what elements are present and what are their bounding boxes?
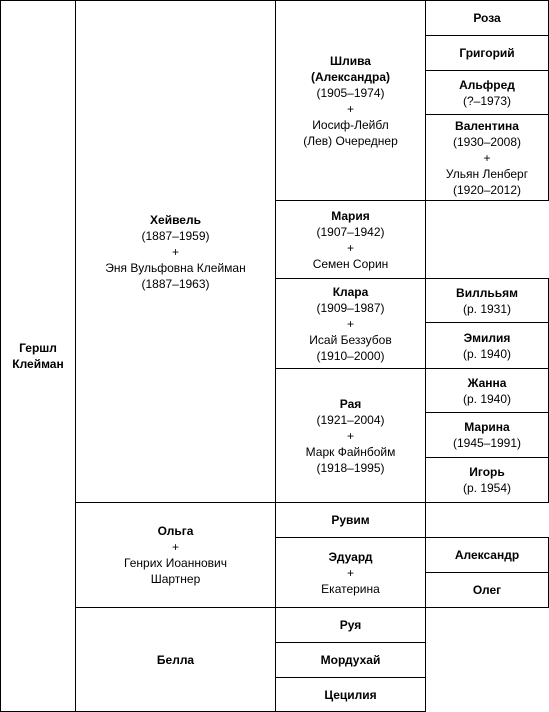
person-name: Жанна [467,375,507,390]
person-name: Цецилия [324,687,377,702]
person-name: Виллььям [456,285,518,300]
marriage-plus: + [346,428,354,443]
spouse-info: Иосиф-Лейбл [312,117,389,132]
spouse-info: (1918–1995) [316,460,385,475]
marriage-plus: + [171,540,179,554]
spouse-info: Екатерина [321,581,380,596]
person-name: Клара [332,284,369,299]
person-igor: Игорь (р. 1954) [425,457,549,503]
spouse-info: Эня Вульфовна Клейман [105,260,246,275]
person-name: Роза [473,11,501,25]
person-dates: (1907–1942) [316,224,385,239]
person-name: Рая [339,396,362,411]
spouse-info: (1920–2012) [452,182,522,197]
spouse-info: Марк Файнбойм [305,444,396,459]
spouse-info: (Лев) Очереднер [303,133,398,148]
person-name: Валентина [455,118,519,133]
person-name: Мордухай [320,653,381,667]
person-name: Эдуард [328,549,373,564]
person-name: Александр [454,548,520,562]
person-shliva: Шлива(Александра)(1905–1974)+Иосиф-Лейбл… [275,0,426,201]
marriage-plus: + [171,244,179,259]
person-ruvim: Рувим [275,502,426,538]
person-name: Руя [339,618,362,632]
person-name: Григорий [459,46,515,60]
person-eduard: Эдуард+Екатерина [275,537,426,608]
person-name: Олег [472,583,502,597]
person-name: Клейман [12,357,64,371]
spouse-info: (1910–2000) [316,348,385,363]
person-name: Шлива [330,53,371,68]
person-dates: (1887–1959) [141,228,210,243]
person-dates: (р. 1940) [462,346,512,361]
person-grigoriy: Григорий [425,35,549,71]
person-name: Марина [464,420,510,434]
person-morduhai: Мордухай [275,642,426,678]
person-dates: (1930–2008) [452,134,522,149]
person-dates: (р. 1931) [462,301,512,316]
marriage-plus: + [346,240,354,255]
person-dates: (р. 1954) [462,481,512,495]
marriage-plus: + [346,316,354,331]
person-name: Эмилия [463,330,511,345]
person-name: (Александра) [310,69,390,84]
spouse-info: Исай Беззубов [309,332,392,347]
spouse-info: Ульян Ленберг [445,166,529,181]
person-dates: (1921–2004) [316,412,385,427]
person-oleg: Олег [425,572,549,608]
person-name: Гершл [19,341,57,355]
person-alfred: Альфред(?–1973) [425,70,549,115]
person-dates: (1909–1987) [316,300,385,315]
person-dates: (1945–1991) [452,436,522,450]
person-roza: Роза [425,0,549,36]
marriage-plus: + [483,150,491,165]
person-ruya: Руя [275,607,426,643]
person-name: Игорь [469,465,505,479]
spouse-info: (1887–1963) [141,276,210,291]
person-mariya: Мария(1907–1942)+Семен Сорин [275,200,426,279]
person-name: Хейвель [150,212,201,227]
spouse-info: Семен Сорин [312,256,389,271]
person-klara: Клара(1909–1987)+Исай Беззубов(1910–2000… [275,278,426,369]
spouse-info: Шартнер [150,572,201,586]
person-zhanna: Жанна(р. 1940) [425,368,549,413]
person-emiliya: Эмилия(р. 1940) [425,322,549,369]
person-name: Рувим [331,513,370,527]
person-valentina: Валентина(1930–2008)+Ульян Ленберг(1920–… [425,114,549,201]
person-name: Ольга [157,524,194,538]
person-villyam: Виллььям(р. 1931) [425,278,549,323]
person-marina: Марина (1945–1991) [425,412,549,458]
person-raya: Рая(1921–2004)+Марк Файнбойм(1918–1995) [275,368,426,503]
person-name: Белла [156,652,195,667]
marriage-plus: + [346,565,354,580]
person-name: Альфред [459,77,515,92]
marriage-plus: + [346,101,354,116]
person-bella: Белла [75,607,276,712]
person-tsetsiliya: Цецилия [275,677,426,712]
spouse-info: Генрих Иоаннович [124,556,227,570]
person-kheivel: Хейвель(1887–1959)+Эня Вульфовна Клейман… [75,0,276,503]
person-dates: (?–1973) [462,93,512,108]
person-dates: (1905–1974) [316,85,385,100]
person-aleksandr: Александр [425,537,549,573]
person-dates: (р. 1940) [462,391,512,406]
person-name: Мария [331,208,370,223]
